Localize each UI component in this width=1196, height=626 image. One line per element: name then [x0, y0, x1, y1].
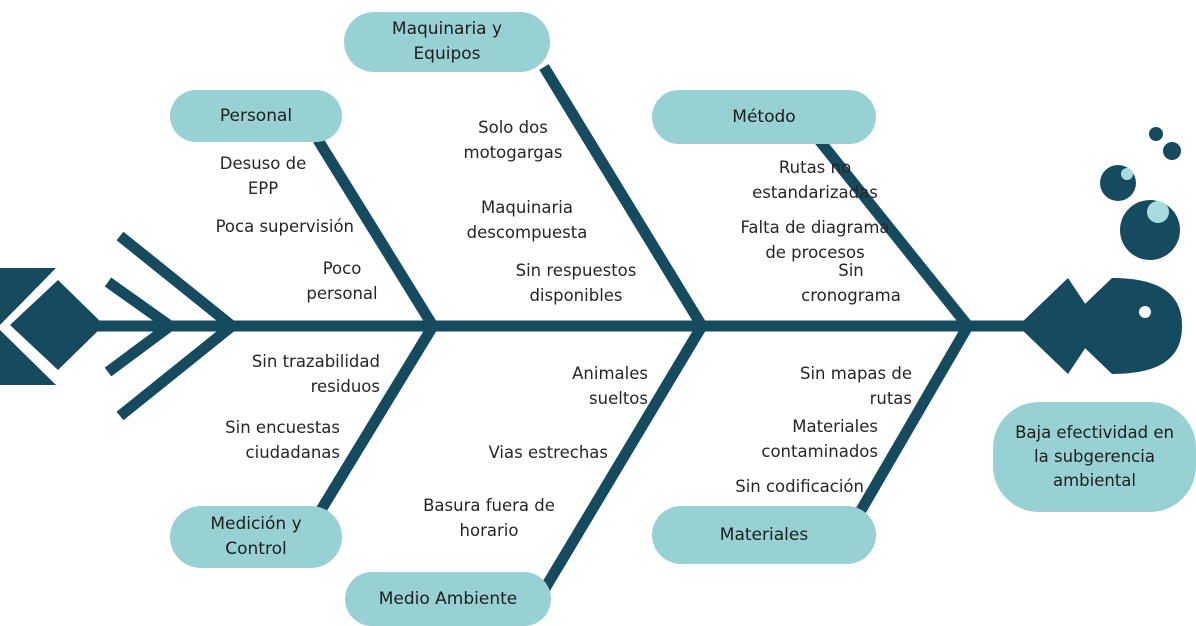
category-maquinaria-label: Maquinaria y Equipos	[391, 19, 503, 64]
branch-bones	[313, 64, 973, 593]
cause-medio-2: Vias estrechas	[488, 443, 609, 462]
cause-personal-2: Poca supervisión	[215, 217, 354, 236]
tail-chevrons	[104, 231, 236, 421]
bone-medio	[539, 323, 707, 593]
category-materiales-label: Materiales	[719, 524, 809, 545]
bone-medicion	[313, 323, 438, 518]
bone-maquinaria	[539, 64, 707, 329]
fish-tail-icon	[0, 268, 104, 385]
cause-medio-3: Basura fuera de horario	[423, 496, 555, 540]
category-medicion-label: Medición y Control	[210, 514, 302, 559]
cause-medicion-2: Sin encuestas ciudadanas	[225, 418, 340, 462]
cause-maquinaria-3: Sin respuestos disponibles	[515, 261, 637, 305]
bone-metodo	[798, 116, 973, 330]
bone-materiales	[855, 323, 973, 515]
category-medio-ambiente-label: Medio Ambiente	[378, 588, 518, 609]
cause-medicion-1: Sin trazabilidad residuos	[251, 352, 380, 396]
category-materiales: Materiales	[652, 506, 876, 564]
cause-medio-1: Animales sueltos	[572, 364, 648, 408]
bubble-icon	[1100, 127, 1181, 260]
cause-personal-3: Poco personal	[306, 259, 378, 303]
cause-materiales-3: Sin codificación	[735, 477, 864, 496]
category-metodo-label: Método	[732, 106, 796, 127]
cause-metodo-3: Sin cronograma	[801, 261, 901, 305]
category-personal-label: Personal	[219, 105, 293, 126]
cause-maquinaria-1: Solo dos motogargas	[463, 118, 563, 162]
cause-personal-1: Desuso de EPP	[219, 154, 307, 198]
category-metodo: Método	[652, 90, 876, 144]
cause-metodo-2: Falta de diagrama de procesos	[740, 218, 890, 262]
fish-head-icon	[1018, 278, 1182, 374]
category-personal: Personal	[170, 90, 342, 142]
category-medicion: Medición y Control	[170, 506, 342, 568]
category-medio-ambiente: Medio Ambiente	[345, 572, 551, 626]
category-maquinaria: Maquinaria y Equipos	[344, 12, 550, 72]
problem-statement-text: Baja efectividad en la subgerencia ambie…	[1015, 423, 1174, 490]
cause-metodo-1: Rutas no estandarizadas	[752, 158, 878, 202]
cause-materiales-2: Materiales contaminados	[761, 417, 878, 461]
problem-statement: Baja efectividad en la subgerencia ambie…	[993, 402, 1196, 512]
cause-materiales-1: Sin mapas de rutas	[800, 364, 912, 408]
bone-personal	[313, 137, 438, 329]
cause-maquinaria-2: Maquinaria descompuesta	[466, 198, 588, 242]
